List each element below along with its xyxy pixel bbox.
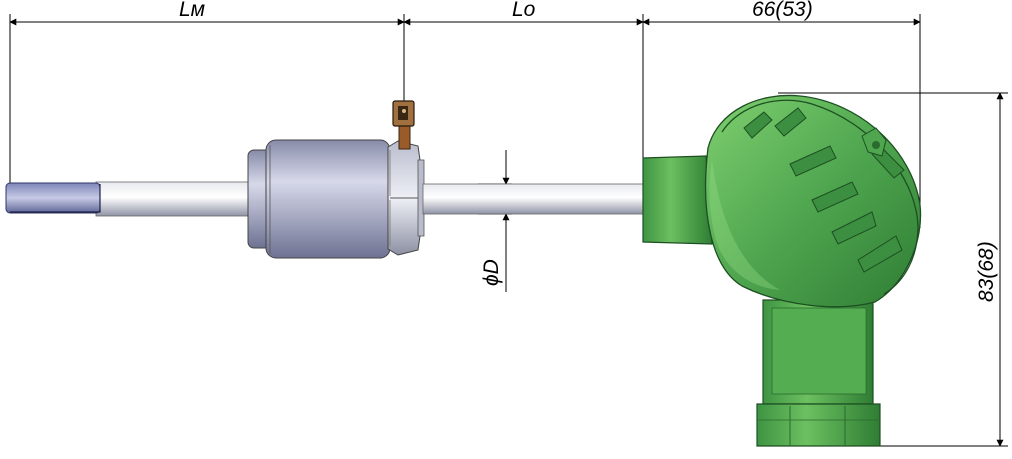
immersion-length-label: Lо	[512, 0, 536, 21]
head-height-label: 83(68)	[975, 241, 998, 302]
lid-ribs	[743, 107, 905, 273]
fitting-body	[247, 139, 391, 259]
probe-rod-left	[5, 181, 253, 217]
head-width-label: 66(53)	[752, 0, 813, 21]
probe-length-label: Lм	[179, 0, 205, 21]
hex-nut	[387, 140, 425, 256]
ground-terminal	[392, 100, 415, 150]
probe-rod-right	[422, 183, 648, 215]
diameter-label: ϕD	[480, 259, 503, 286]
terminal-head	[642, 94, 922, 447]
